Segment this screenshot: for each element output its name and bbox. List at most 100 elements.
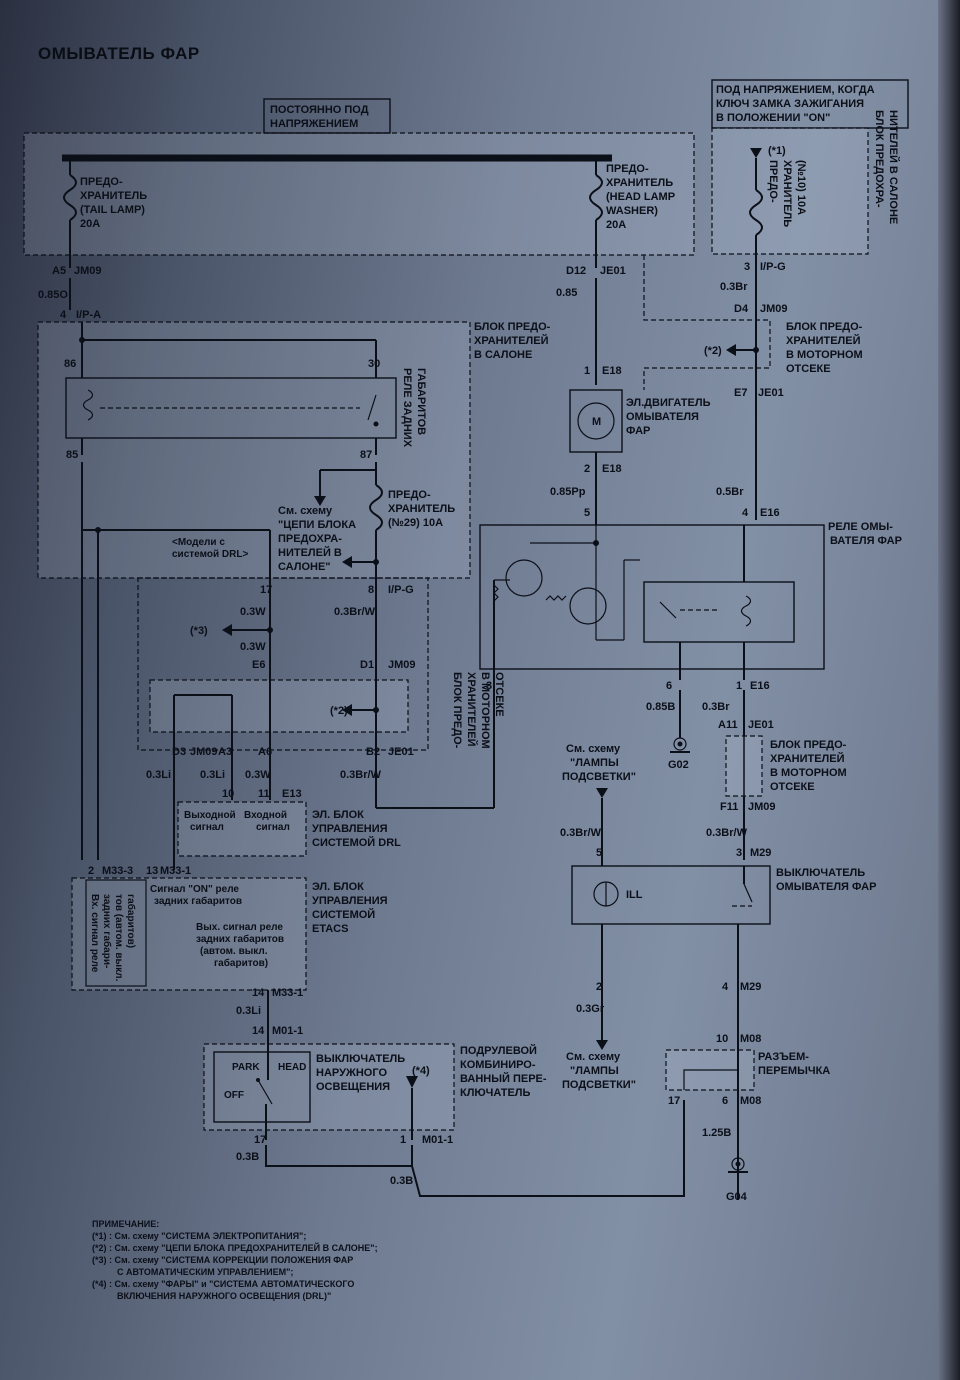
tail-lamp-fuse: ПРЕДО- ХРАНИТЕЛЬ (TAIL LAMP) 20A [63, 158, 147, 268]
svg-text:4: 4 [722, 981, 729, 993]
svg-text:0.3Br: 0.3Br [702, 701, 730, 713]
svg-text:3: 3 [744, 261, 750, 273]
drl-models-label-1: <Модели с [172, 537, 225, 548]
svg-text:САЛОНЕ": САЛОНЕ" [278, 561, 331, 573]
tail-relay: 86 30 85 87 РЕЛЕ ЗАДНИХ ГАБАРИТОВ [64, 340, 427, 461]
svg-text:0.3Br/W: 0.3Br/W [706, 827, 748, 839]
svg-text:ХРАНИТЕЛЕЙ: ХРАНИТЕЛЕЙ [465, 672, 478, 747]
svg-text:НАРУЖНОГО: НАРУЖНОГО [316, 1067, 387, 1079]
page-edge [938, 0, 960, 1380]
svg-text:См. схему: См. схему [566, 1051, 621, 1063]
svg-text:Сигнал "ON" реле: Сигнал "ON" реле [150, 884, 239, 895]
illumination-ref-bottom: См. схему "ЛАМПЫ ПОДСВЕТКИ" [562, 1051, 636, 1091]
washer-switch: ILL ВЫКЛЮЧАТЕЛЬ ОМЫВАТЕЛЯ ФАР 2 0.3Gr 4 … [571, 865, 876, 1050]
svg-text:10: 10 [716, 1033, 728, 1045]
svg-text:A6: A6 [258, 746, 272, 758]
svg-text:БЛОК ПРЕДО-: БЛОК ПРЕДО- [770, 739, 847, 751]
svg-text:Вых. сигнал реле: Вых. сигнал реле [196, 922, 283, 933]
svg-text:ОМЫВАТЕЛЯ ФАР: ОМЫВАТЕЛЯ ФАР [776, 881, 876, 893]
constant-power-zone: ПОСТОЯННО ПОД НАПРЯЖЕНИЕМ [23, 98, 695, 256]
svg-text:JE01: JE01 [600, 265, 626, 277]
notes-block: ПРИМЕЧАНИЕ: (*1) : См. схему "СИСТЕМА ЭЛ… [92, 1218, 512, 1302]
tail-lamp-feed: A5 JM09 0.85O 4 I/P-A [38, 265, 376, 343]
svg-text:(*1): (*1) [768, 145, 786, 157]
engine-fuse-box-label-3: В МОТОРНОМ [786, 349, 863, 361]
engine-fuse-box-label-4: ОТСЕКЕ [786, 363, 831, 375]
drl-models-label-2: системой DRL> [172, 549, 248, 560]
svg-text:D1: D1 [360, 659, 374, 671]
svg-text:E13: E13 [282, 788, 302, 800]
svg-text:JM09: JM09 [190, 746, 218, 758]
svg-text:0.3B: 0.3B [390, 1175, 413, 1187]
svg-text:I/P-G: I/P-G [388, 584, 414, 596]
svg-text:I/P-A: I/P-A [76, 309, 101, 321]
ground-g02: 0.85B G02 [646, 690, 690, 771]
svg-text:E18: E18 [602, 365, 622, 377]
svg-text:M08: M08 [740, 1095, 761, 1107]
svg-text:РЕЛЕ ОМЫ-: РЕЛЕ ОМЫ- [828, 521, 893, 533]
ign-on-zone: ПОД НАПРЯЖЕНИЕМ, КОГДА КЛЮЧ ЗАМКА ЗАЖИГА… [711, 79, 909, 255]
svg-text:87: 87 [360, 449, 372, 461]
svg-text:0.3Li: 0.3Li [200, 769, 225, 781]
svg-text:M33-1: M33-1 [160, 865, 191, 877]
svg-text:F11: F11 [720, 801, 738, 813]
svg-text:См. схему: См. схему [278, 505, 333, 517]
svg-text:4: 4 [742, 507, 749, 519]
svg-text:тов (автом. выкл.: тов (автом. выкл. [113, 894, 124, 982]
svg-text:A3: A3 [218, 746, 232, 758]
note-2: (*2) : См. схему "ЦЕПИ БЛОКА ПРЕДОХРАНИТ… [92, 1243, 378, 1253]
svg-text:ЭЛ. БЛОК: ЭЛ. БЛОК [312, 881, 364, 893]
head-lamp-washer-fuse: ПРЕДО- ХРАНИТЕЛЬ (HEAD LAMP WASHER) 20A … [556, 158, 675, 385]
svg-text:2: 2 [88, 865, 94, 877]
svg-text:"ЛАМПЫ: "ЛАМПЫ [570, 1065, 619, 1077]
svg-text:6: 6 [722, 1095, 728, 1107]
cabin-fuse-box-label-3: В САЛОНЕ [474, 349, 532, 361]
svg-text:ОТСЕКЕ: ОТСЕКЕ [770, 781, 815, 793]
note-4-cont: ВКЛЮЧЕНИЯ НАРУЖНОГО ОСВЕЩЕНИЯ (DRL)" [92, 1291, 332, 1301]
illumination-ref-top: См. схему "ЛАМПЫ ПОДСВЕТКИ" 0.3Br/W 5 [560, 743, 636, 866]
svg-text:ЭЛ. БЛОК: ЭЛ. БЛОК [312, 809, 364, 821]
note-1: (*1) : См. схему "СИСТЕМА ЭЛЕКТРОПИТАНИЯ… [92, 1231, 307, 1241]
svg-text:30: 30 [368, 358, 380, 370]
svg-text:ВАННЫЙ ПЕРЕ-: ВАННЫЙ ПЕРЕ- [460, 1072, 547, 1085]
svg-text:ПРЕДОХРА-: ПРЕДОХРА- [278, 533, 342, 545]
svg-text:ПОДСВЕТКИ": ПОДСВЕТКИ" [562, 771, 636, 783]
note-3: (*3) : См. схему "СИСТЕМА КОРРЕКЦИИ ПОЛО… [92, 1255, 354, 1265]
svg-text:0.85B: 0.85B [646, 701, 675, 713]
svg-text:E16: E16 [750, 680, 770, 692]
svg-text:ВЫКЛЮЧАТЕЛЬ: ВЫКЛЮЧАТЕЛЬ [776, 867, 865, 879]
svg-text:(*2): (*2) [704, 345, 722, 357]
svg-text:D3: D3 [172, 746, 186, 758]
svg-text:10: 10 [222, 788, 234, 800]
svg-text:(*3): (*3) [190, 625, 208, 637]
svg-text:ХРАНИТЕЛЬ: ХРАНИТЕЛЬ [388, 503, 455, 515]
svg-text:G04: G04 [726, 1191, 748, 1203]
fuse-tail-label-4: 20A [80, 218, 100, 230]
svg-text:M01-1: M01-1 [422, 1134, 453, 1146]
constant-power-label-2: НАПРЯЖЕНИЕМ [270, 118, 358, 130]
svg-text:ЭЛ.ДВИГАТЕЛЬ: ЭЛ.ДВИГАТЕЛЬ [626, 397, 711, 409]
light-switch: PARK HEAD OFF ВЫКЛЮЧАТЕЛЬ НАРУЖНОГО ОСВЕ… [203, 1040, 685, 1197]
svg-text:14: 14 [252, 987, 265, 999]
svg-text:задних габаритов: задних габаритов [154, 895, 242, 907]
svg-text:JM09: JM09 [74, 265, 102, 277]
svg-text:M33-1: M33-1 [272, 987, 303, 999]
svg-text:E7: E7 [734, 387, 747, 399]
svg-text:E6: E6 [252, 659, 265, 671]
svg-text:JE01: JE01 [758, 387, 784, 399]
svg-text:1: 1 [584, 365, 590, 377]
svg-text:(*2): (*2) [330, 705, 348, 717]
svg-text:РАЗЪЕМ-: РАЗЪЕМ- [758, 1051, 809, 1063]
svg-text:A5: A5 [52, 265, 66, 277]
svg-text:17: 17 [668, 1095, 680, 1107]
svg-text:8: 8 [368, 584, 374, 596]
svg-text:1: 1 [400, 1134, 406, 1146]
svg-text:JM09: JM09 [388, 659, 416, 671]
svg-text:ВАТЕЛЯ ФАР: ВАТЕЛЯ ФАР [830, 535, 902, 547]
svg-text:11: 11 [258, 788, 270, 800]
svg-text:КОМБИНИРО-: КОМБИНИРО- [460, 1059, 536, 1071]
svg-text:ОТСЕКЕ: ОТСЕКЕ [493, 672, 505, 717]
svg-text:D12: D12 [566, 265, 586, 277]
svg-text:БЛОК ПРЕДОХРА-: БЛОК ПРЕДОХРА- [873, 110, 885, 208]
svg-text:(№29) 10A: (№29) 10A [388, 517, 443, 529]
